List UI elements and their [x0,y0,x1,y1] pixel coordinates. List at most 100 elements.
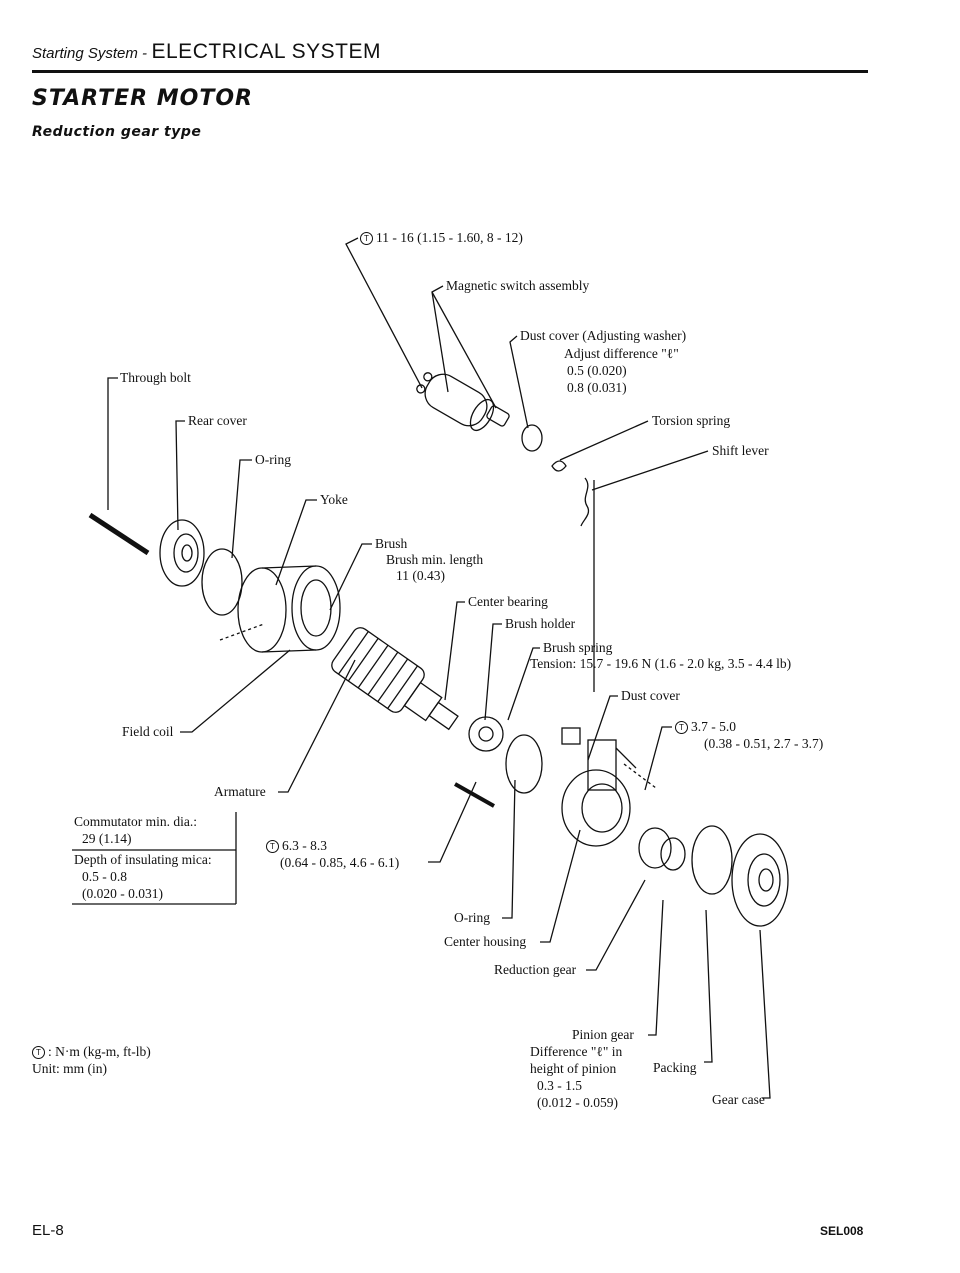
legend-units: T: N·m (kg-m, ft-lb) [32,1044,151,1060]
torque-icon: T [266,840,279,853]
torsion-spring-shape [551,460,567,472]
leader-o-ring-top [231,459,252,559]
torque-icon: T [675,721,688,734]
packing-shape [691,825,733,895]
label-center-housing: Center housing [444,934,527,949]
label-mica-2: 0.5 - 0.8 [82,869,127,884]
magnetic-switch-shape [416,372,495,432]
label-o-ring-top: O-ring [255,452,291,467]
label-dust-cover-adj: Dust cover (Adjusting washer) [520,328,687,343]
label-pinion-diff-3: 0.3 - 1.5 [537,1078,582,1093]
label-mica-1: Depth of insulating mica: [74,852,212,867]
label-armature: Armature [214,784,266,799]
label-o-ring-bottom: O-ring [454,910,490,925]
leader-o-ring-bottom [502,779,516,919]
label-tension: Tension: 15.7 - 19.6 N (1.6 - 2.0 kg, 3.… [530,656,792,671]
label-brush-spring: Brush spring [543,640,613,655]
through-bolt-shape [88,512,150,556]
figure-code: SEL008 [820,1224,864,1238]
brush-holder-shape [468,716,504,752]
label-rear-cover: Rear cover [188,413,247,428]
label-pinion-diff-4: (0.012 - 0.059) [537,1095,618,1110]
label-field-coil: Field coil [122,724,174,739]
label-torque-mid-2: (0.64 - 0.85, 4.6 - 6.1) [280,855,400,870]
page-subtitle: Reduction gear type [32,124,202,140]
center-housing-shape [561,739,637,847]
label-brush-min: Brush min. length [386,552,484,567]
leader-reduction-gear [586,879,646,971]
yoke-shape [237,565,341,653]
leader-brush-holder [484,623,502,721]
leader-center-housing [540,829,581,943]
leader-pinion-gear [648,899,664,1036]
label-adjust-v1: 0.5 (0.020) [567,363,627,378]
leader-brush-spring [507,647,540,721]
small-bolt-shape [219,623,265,641]
torque-icon: T [360,232,373,245]
legend-unit2: Unit: mm (in) [32,1061,107,1076]
label-dust-cover: Dust cover [621,688,680,703]
o-ring-bottom-shape [505,734,543,794]
label-gear-case: Gear case [712,1092,765,1107]
dust-cover-adj-shape [521,424,543,452]
label-pinion-gear: Pinion gear [572,1027,634,1042]
label-pinion-diff-1: Difference "ℓ" in [530,1044,623,1059]
label-mica-3: (0.020 - 0.031) [82,886,163,901]
dust-cover-shape [561,727,581,745]
label-through-bolt: Through bolt [120,370,191,385]
page-number: EL-8 [32,1222,64,1239]
gear-case-shape [731,833,789,927]
label-shift-lever: Shift lever [712,443,769,458]
reduction-gear-shape [638,827,686,871]
rear-cover-shape [159,519,205,587]
label-comm-1: Commutator min. dia.: [74,814,197,829]
page-header: Starting System - ELECTRICAL SYSTEM [32,40,381,64]
label-pinion-diff-2: height of pinion [530,1061,617,1076]
header-section: Starting System - [32,45,148,62]
label-brush-min-v: 11 (0.43) [396,568,445,583]
leader-dust-cover [587,695,618,761]
o-ring-top-shape [201,548,243,616]
label-torque-right-2: (0.38 - 0.51, 2.7 - 3.7) [704,736,824,751]
shift-lever-shape [580,477,590,527]
leader-torque-top [345,237,423,389]
label-reduction-gear: Reduction gear [494,962,577,977]
torque-icon: T [32,1046,45,1059]
label-brush: Brush [375,536,408,551]
label-packing: Packing [653,1060,697,1075]
label-comm-2: 29 (1.14) [82,831,132,846]
plunger-shape [486,405,510,427]
leader-dust-cover-adj [509,335,529,429]
leader-gear-case [759,929,771,1099]
label-yoke: Yoke [320,492,348,507]
header-title: ELECTRICAL SYSTEM [151,40,381,63]
label-adjust-diff: Adjust difference "ℓ" [564,346,679,361]
bolt-shape [454,782,495,808]
leader-armature [278,659,356,793]
armature-shape [331,627,459,731]
leader-brush [329,543,372,611]
page-title: STARTER MOTOR [32,86,254,111]
leader-packing [704,909,713,1063]
label-magnetic-switch: Magnetic switch assembly [446,278,590,293]
leader-field-coil [180,649,291,733]
leader-rear-cover [175,420,185,531]
leader-torque-mid [428,781,477,863]
leader-center-bearing [444,601,465,701]
header-rule [32,70,868,73]
label-adjust-v2: 0.8 (0.031) [567,380,627,395]
leader-torque-right [644,726,672,791]
leader-yoke [275,499,317,586]
leader-through-bolt [107,377,118,510]
right-bolt-shape [623,763,657,789]
label-center-bearing: Center bearing [468,594,548,609]
label-torsion-spring: Torsion spring [652,413,731,428]
leader-shift-lever [591,450,709,491]
leader-magnetic-switch-2 [431,291,497,409]
leader-torsion-spring [559,420,649,461]
label-brush-holder: Brush holder [505,616,576,631]
